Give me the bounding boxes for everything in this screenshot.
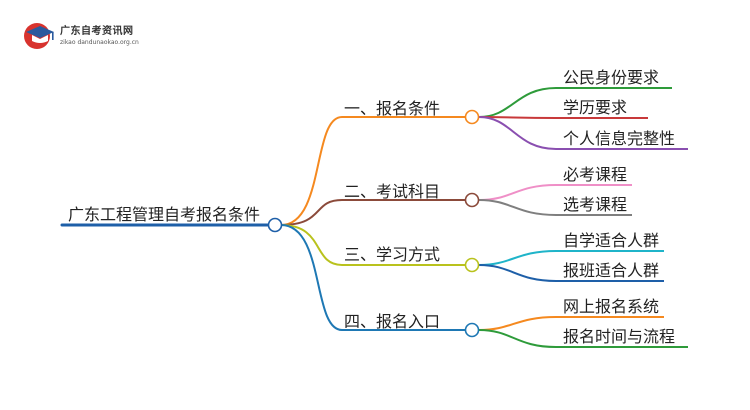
- branch-node-circle: [464, 257, 480, 273]
- branch-topic-entry[interactable]: 四、报名入口: [344, 312, 441, 331]
- leaf-topic[interactable]: 选考课程: [563, 195, 628, 214]
- branch-connector: [280, 116, 343, 226]
- leaf-connector: [478, 199, 557, 216]
- leaf-topic[interactable]: 网上报名系统: [563, 297, 660, 316]
- leaf-connector: [478, 116, 557, 150]
- leaf-topic[interactable]: 自学适合人群: [563, 231, 660, 250]
- branch-node-circle: [464, 322, 480, 338]
- leaf-topic[interactable]: 报名时间与流程: [563, 327, 676, 346]
- leaf-topic[interactable]: 个人信息完整性: [563, 129, 676, 148]
- branch-connector: [280, 224, 343, 266]
- leaf-connector: [478, 264, 557, 282]
- branch-connector: [280, 199, 343, 226]
- logo-title: 广东自考资讯网: [60, 26, 134, 37]
- branch-node-circle: [464, 109, 480, 125]
- leaf-topic[interactable]: 报班适合人群: [563, 261, 660, 280]
- site-logo: 广东自考资讯网 zikao dandunaokao.org.cn: [22, 18, 162, 54]
- leaf-connector: [478, 184, 557, 201]
- root-node-circle: [267, 217, 283, 233]
- branch-node-circle: [464, 192, 480, 208]
- leaf-connector: [478, 250, 557, 266]
- branch-topic-study-mode[interactable]: 三、学习方式: [344, 245, 441, 264]
- leaf-connector: [478, 329, 557, 348]
- leaf-topic[interactable]: 学历要求: [563, 98, 628, 117]
- leaf-topic[interactable]: 公民身份要求: [563, 68, 660, 87]
- branch-topic-registration[interactable]: 一、报名条件: [344, 99, 441, 118]
- leaf-connector: [478, 87, 557, 118]
- logo-subtitle: zikao dandunaokao.org.cn: [60, 39, 139, 46]
- leaf-topic[interactable]: 必考课程: [563, 165, 628, 184]
- graduation-cap-icon: [24, 23, 54, 49]
- branch-connector: [280, 224, 343, 331]
- branch-topic-subjects[interactable]: 二、考试科目: [344, 182, 441, 201]
- root-topic[interactable]: 广东工程管理自考报名条件: [68, 205, 261, 224]
- leaf-connector: [478, 316, 557, 331]
